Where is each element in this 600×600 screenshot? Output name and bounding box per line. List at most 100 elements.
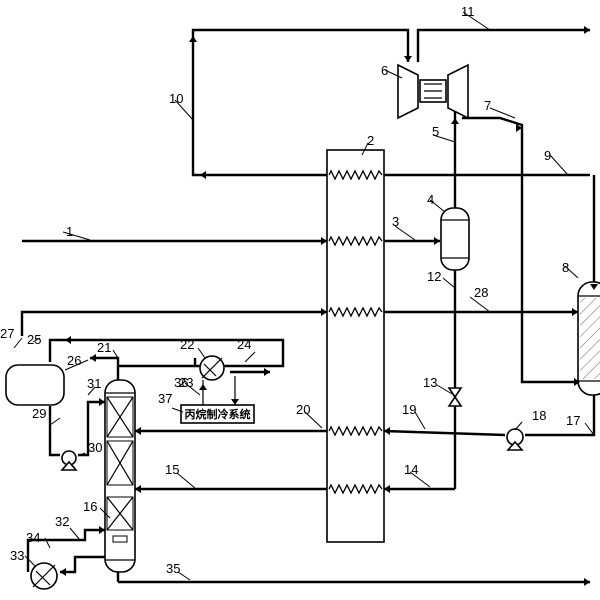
stream-label-3: 3	[392, 214, 399, 229]
flow-arrow	[572, 308, 578, 316]
stream-label-26: 26	[67, 353, 81, 368]
stream-label-15: 15	[165, 462, 179, 477]
stream-label-22: 22	[180, 337, 194, 352]
leader	[87, 386, 96, 396]
flow-arrow	[199, 384, 207, 390]
stream-label-14: 14	[404, 462, 418, 477]
leader	[514, 421, 523, 431]
leader	[244, 351, 256, 363]
leader	[171, 407, 184, 413]
leader	[549, 154, 569, 176]
leader	[49, 417, 61, 426]
expander-compressor	[397, 63, 469, 120]
stream-label-34: 34	[26, 530, 40, 545]
flow-arrow	[264, 368, 270, 376]
leader	[442, 277, 456, 289]
leader	[414, 411, 426, 430]
stream-label-8: 8	[562, 260, 569, 275]
leader	[384, 69, 403, 79]
flow-arrow	[189, 36, 197, 42]
stream-label-25: 25	[27, 332, 41, 347]
flow-arrow	[590, 284, 598, 290]
leader	[469, 296, 491, 313]
refrigeration-leads	[202, 376, 236, 408]
propane-refrigeration-box: 丙烷制冷系统	[180, 404, 255, 424]
flow-arrow	[404, 56, 412, 62]
main-heat-exchanger	[326, 149, 385, 543]
flow-arrow	[60, 568, 66, 576]
flow-arrow	[321, 308, 327, 316]
leader-lines	[13, 11, 595, 581]
stream-label-10: 10	[169, 91, 183, 106]
stream-label-7: 7	[484, 98, 491, 113]
leader	[24, 555, 36, 567]
packing-bed	[106, 496, 134, 531]
flow-arrow	[321, 237, 327, 245]
leader	[13, 337, 23, 349]
leader	[69, 527, 81, 541]
coil	[328, 235, 383, 247]
propane-refrigeration-label: 丙烷制冷系统	[185, 407, 251, 421]
flow-arrow	[99, 526, 105, 534]
leader	[184, 382, 201, 396]
leader	[564, 265, 579, 279]
leader	[32, 337, 41, 343]
leader	[304, 411, 323, 429]
leader	[584, 422, 595, 436]
distillation-column-8	[577, 281, 600, 396]
stream-label-21: 21	[97, 340, 111, 355]
leader	[64, 359, 89, 371]
coil	[328, 483, 383, 495]
flow-arrow	[135, 427, 141, 435]
leader	[197, 347, 206, 359]
leader	[174, 99, 194, 121]
packing-bed	[106, 440, 134, 486]
separator-vessel	[440, 207, 470, 271]
stream-label-19: 19	[402, 402, 416, 417]
stream-label-5: 5	[432, 124, 439, 139]
leader	[432, 134, 456, 143]
overhead-condenser	[199, 355, 225, 381]
flow-arrow	[584, 578, 590, 586]
stream-label-29: 29	[32, 406, 46, 421]
leader	[62, 231, 91, 241]
flow-arrow	[65, 336, 71, 344]
coil	[328, 306, 383, 318]
stream-label-13: 13	[423, 375, 437, 390]
packing-bed	[106, 396, 134, 438]
stream-label-4: 4	[427, 192, 434, 207]
flow-arrow	[200, 171, 206, 179]
leader	[112, 349, 119, 359]
distillation-column-21	[104, 379, 136, 573]
stream-label-11: 11	[461, 4, 475, 19]
stream-label-35: 35	[166, 561, 180, 576]
stream-label-32: 32	[55, 514, 69, 529]
leader	[489, 107, 516, 119]
leader	[77, 452, 86, 457]
stream-label-24: 24	[237, 337, 251, 352]
leader	[99, 507, 111, 519]
distributor	[112, 535, 128, 543]
flow-arrow	[135, 485, 141, 493]
stream-label-30: 30	[88, 440, 102, 455]
flow-arrow	[451, 118, 459, 124]
flow-arrow	[516, 124, 522, 132]
reboiler	[30, 562, 58, 590]
flow-arrow	[384, 485, 390, 493]
stream-label-12: 12	[427, 269, 441, 284]
stream-label-37: 37	[158, 391, 172, 406]
stream-label-36: 36	[174, 375, 188, 390]
stream-label-2: 2	[367, 133, 374, 148]
leader	[361, 142, 369, 156]
stream-label-9: 9	[544, 148, 551, 163]
stream-label-28: 28	[474, 285, 488, 300]
stream-label-23: 23	[179, 375, 193, 390]
coil	[328, 169, 383, 181]
flow-arrow	[574, 378, 580, 386]
reflux-drum	[5, 364, 65, 406]
flow-arrows	[60, 26, 598, 586]
leader	[436, 384, 453, 395]
stream-label-20: 20	[296, 402, 310, 417]
stream-label-16: 16	[83, 499, 97, 514]
